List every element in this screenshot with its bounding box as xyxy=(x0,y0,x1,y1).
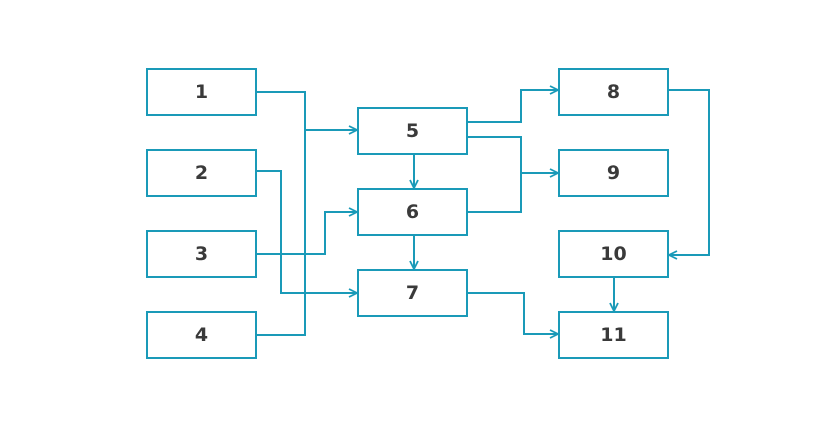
node-8: 8 xyxy=(558,68,669,116)
edge-2-to-7 xyxy=(257,170,357,293)
node-11: 11 xyxy=(558,311,669,359)
edge-1-to-5 xyxy=(257,91,357,130)
edge-6-to-9 xyxy=(468,173,522,213)
edge-3-to-6 xyxy=(257,212,357,255)
edge-8-to-10 xyxy=(669,89,710,255)
node-4: 4 xyxy=(146,311,257,359)
node-5: 5 xyxy=(357,107,468,155)
node-1: 1 xyxy=(146,68,257,116)
node-7: 7 xyxy=(357,269,468,317)
edge-5-to-8 xyxy=(468,90,558,123)
edge-4-to-5 xyxy=(257,130,306,336)
node-2: 2 xyxy=(146,149,257,197)
node-6: 6 xyxy=(357,188,468,236)
edge-7-to-11 xyxy=(468,292,558,334)
node-9: 9 xyxy=(558,149,669,197)
node-3: 3 xyxy=(146,230,257,278)
node-10: 10 xyxy=(558,230,669,278)
edge-5-to-9 xyxy=(468,136,558,173)
